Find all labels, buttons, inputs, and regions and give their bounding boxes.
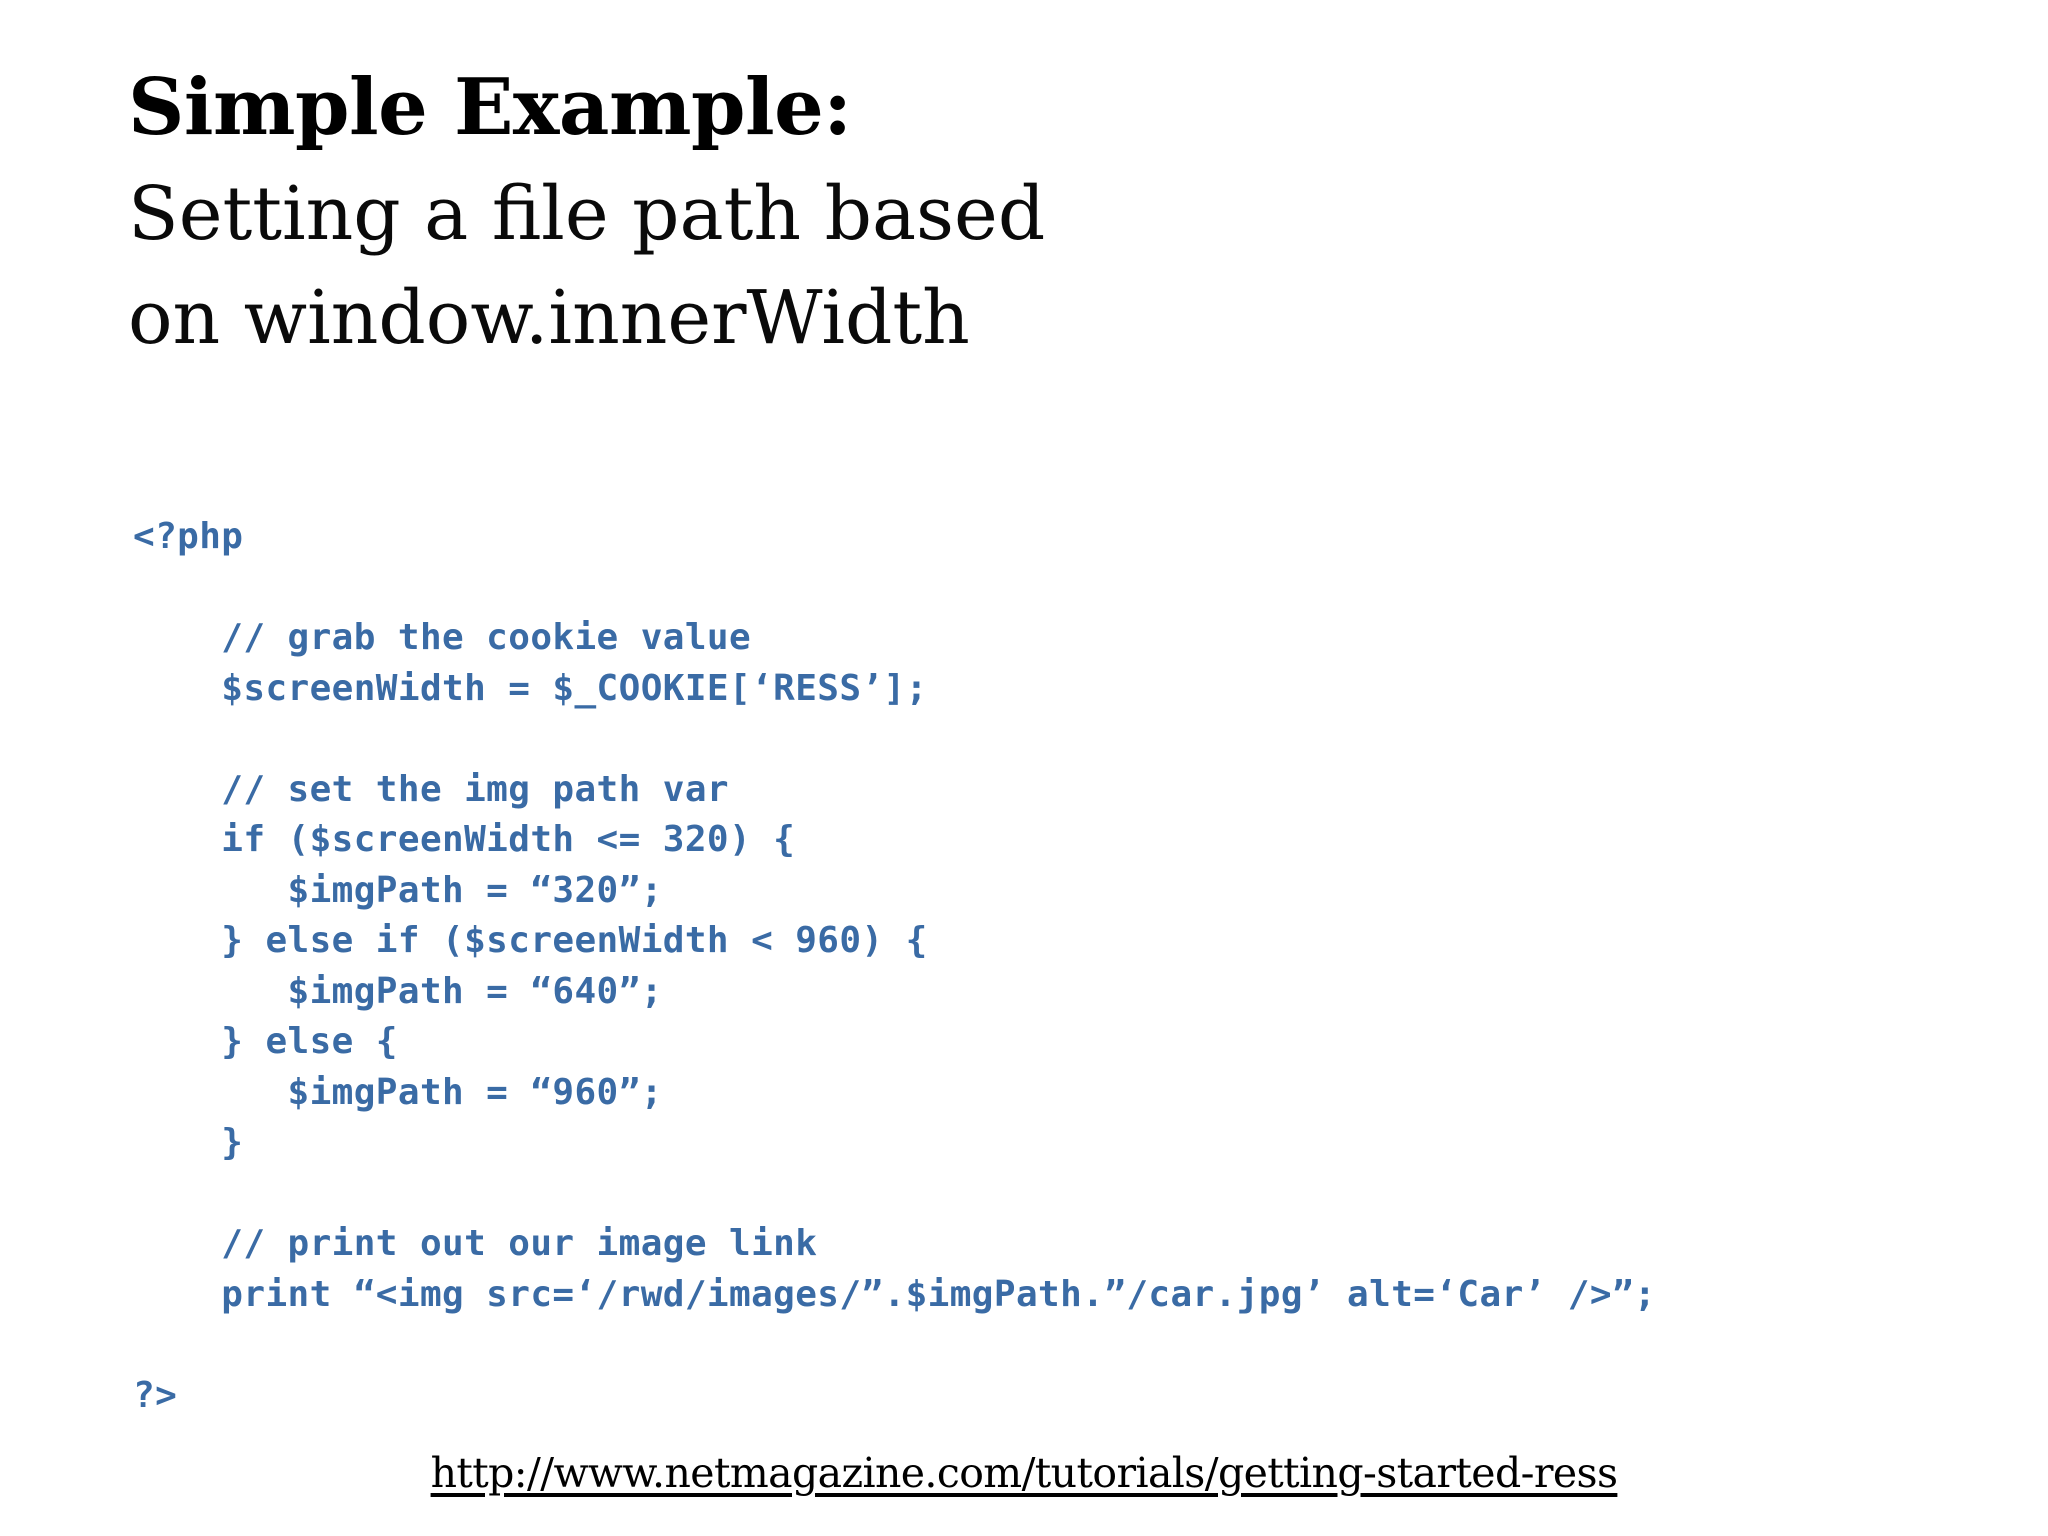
code-line (133, 1320, 1656, 1371)
code-block: <?php // grab the cookie value $screenWi… (133, 512, 1656, 1421)
code-line: $imgPath = “960”; (133, 1071, 663, 1113)
page-subtitle-line-2: on window.innerWidth (128, 275, 970, 361)
code-line: // print out our image link (133, 1223, 818, 1264)
code-line: $imgPath = “320”; (133, 869, 663, 911)
code-line: // set the img path var (133, 768, 729, 810)
code-line: } else if ($screenWidth < 960) { (133, 920, 928, 961)
code-line: $imgPath = “640”; (133, 970, 663, 1012)
code-line: // grab the cookie value (133, 617, 752, 658)
heading-block: Simple Example: Setting a file path base… (128, 60, 1628, 370)
code-line: ?> (133, 1374, 178, 1416)
code-line (133, 563, 1656, 614)
code-line: $screenWidth = $_COOKIE[‘RESS’]; (133, 667, 928, 709)
code-line (133, 1169, 1656, 1220)
page-title: Simple Example: (128, 62, 852, 153)
code-line: } (133, 1122, 244, 1163)
php-code-listing: <?php // grab the cookie value $screenWi… (133, 512, 1656, 1421)
footer-link-container: http://www.netmagazine.com/tutorials/get… (0, 1448, 2048, 1498)
code-line (133, 714, 1656, 765)
page-subtitle: Setting a file path based on window.inne… (128, 162, 1628, 370)
page-subtitle-line-1: Setting a file path based (128, 171, 1046, 257)
code-line: <?php (133, 516, 244, 557)
code-line: } else { (133, 1021, 398, 1062)
code-line: if ($screenWidth <= 320) { (133, 819, 796, 860)
code-line: print “<img src=‘/rwd/images/”.$imgPath.… (133, 1273, 1657, 1315)
reference-url-link[interactable]: http://www.netmagazine.com/tutorials/get… (430, 1449, 1618, 1497)
